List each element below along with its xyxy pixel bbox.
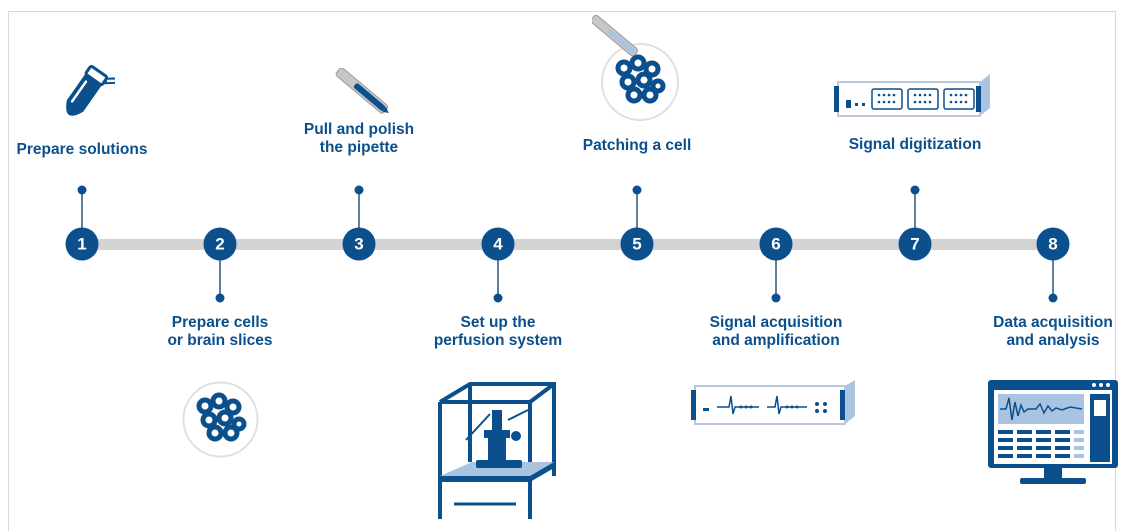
computer-monitor-icon [988,380,1118,484]
step-label-8-line-2: and analysis [1006,332,1100,349]
step-label-1: Prepare solutions [17,141,148,159]
stem-3 [358,190,360,228]
stem-8 [1052,260,1054,298]
stem-5 [636,190,638,228]
stem-dot-3 [354,185,364,195]
step-label-2-line-2: or brain slices [167,332,273,349]
step-label-3-line-1: Pull and polish [303,121,415,138]
step-circle-6: 6 [759,227,793,261]
step-circle-8: 8 [1036,227,1070,261]
stem-dot-1 [77,185,87,195]
step-label-8-line-1: Data acquisition [993,314,1113,331]
step-label-7: Signal digitization [849,136,982,154]
stem-4 [497,260,499,298]
step-label-6: Signal acquisition and amplification [710,314,843,350]
perfusion-rig-icon [438,382,556,519]
step-circle-5: 5 [620,227,654,261]
step-circle-7: 7 [898,227,932,261]
stem-6 [775,260,777,298]
stem-dot-4 [493,293,503,303]
step-label-2: Prepare cells or brain slices [167,314,272,350]
stem-7 [914,190,916,228]
timeline-bar [82,239,1054,250]
pipette-icon [335,68,389,114]
step-label-1-line-1: Prepare solutions [16,141,148,158]
diagram-frame [8,11,1116,531]
step-circle-4: 4 [481,227,515,261]
test-tube-icon [66,64,115,116]
step-label-6-line-1: Signal acquisition [709,314,843,331]
step-label-3-line-2: the pipette [319,139,399,156]
stem-dot-7 [910,185,920,195]
step-label-7-line-1: Signal digitization [848,136,982,153]
step-circle-1: 1 [65,227,99,261]
amplifier-icon [691,380,855,425]
cells-dish-icon [182,381,259,458]
step-label-3: Pull and polish the pipette [304,121,414,157]
stem-2 [219,260,221,298]
patch-cell-icon [592,14,679,121]
step-label-5: Patching a cell [583,137,692,155]
stem-dot-6 [771,293,781,303]
step-circle-2: 2 [203,227,237,261]
step-label-4-line-2: perfusion system [433,332,563,349]
step-circle-3: 3 [342,227,376,261]
step-label-4: Set up the perfusion system [434,314,562,350]
step-label-2-line-1: Prepare cells [171,314,269,331]
digitizer-icon [834,74,990,117]
step-label-6-line-2: and amplification [712,332,840,349]
step-label-4-line-1: Set up the [460,314,536,331]
step-label-5-line-1: Patching a cell [582,137,692,154]
stem-dot-8 [1048,293,1058,303]
stem-dot-2 [215,293,225,303]
step-label-8: Data acquisition and analysis [993,314,1113,350]
stem-dot-5 [632,185,642,195]
stem-1 [81,190,83,228]
